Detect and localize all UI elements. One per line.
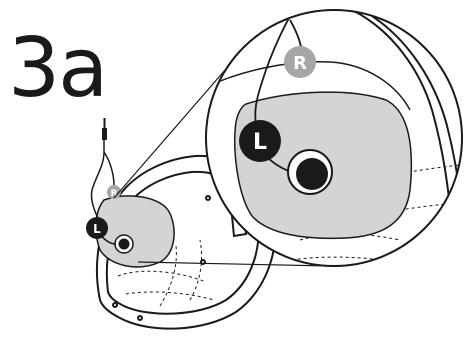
speaker-core-large [296, 158, 328, 190]
badge-left-small-text: L [93, 222, 101, 236]
cable-right-small [103, 151, 115, 187]
padding-seam [189, 239, 203, 301]
zoom-detail [206, 10, 462, 266]
badge-right-small-text: R [111, 189, 118, 199]
padding-seam [125, 291, 215, 301]
badge-left-small [86, 217, 108, 239]
helmet-rivet [205, 195, 211, 201]
step-label: 3a [8, 21, 108, 116]
cable-icon [90, 140, 105, 219]
badge-right-large-text: R [293, 53, 307, 74]
zoom-liner-edge [206, 60, 411, 111]
padding-seam [117, 270, 207, 283]
badge-right-large [284, 46, 316, 78]
helmet-rivet [112, 302, 118, 308]
zoom-line-top [113, 61, 233, 199]
badge-right-small [107, 185, 121, 199]
padding-seam [159, 245, 177, 307]
audio-jack-icon [102, 118, 107, 140]
helmet-rivet [137, 315, 143, 321]
earpad-small [95, 195, 175, 268]
badge-left-large [239, 120, 281, 162]
helmet-rivet [200, 259, 206, 265]
badge-left-large-text: L [253, 130, 267, 155]
zoom-line-bottom [137, 261, 331, 267]
cable-left-large [254, 10, 297, 125]
speaker-core [118, 238, 130, 250]
